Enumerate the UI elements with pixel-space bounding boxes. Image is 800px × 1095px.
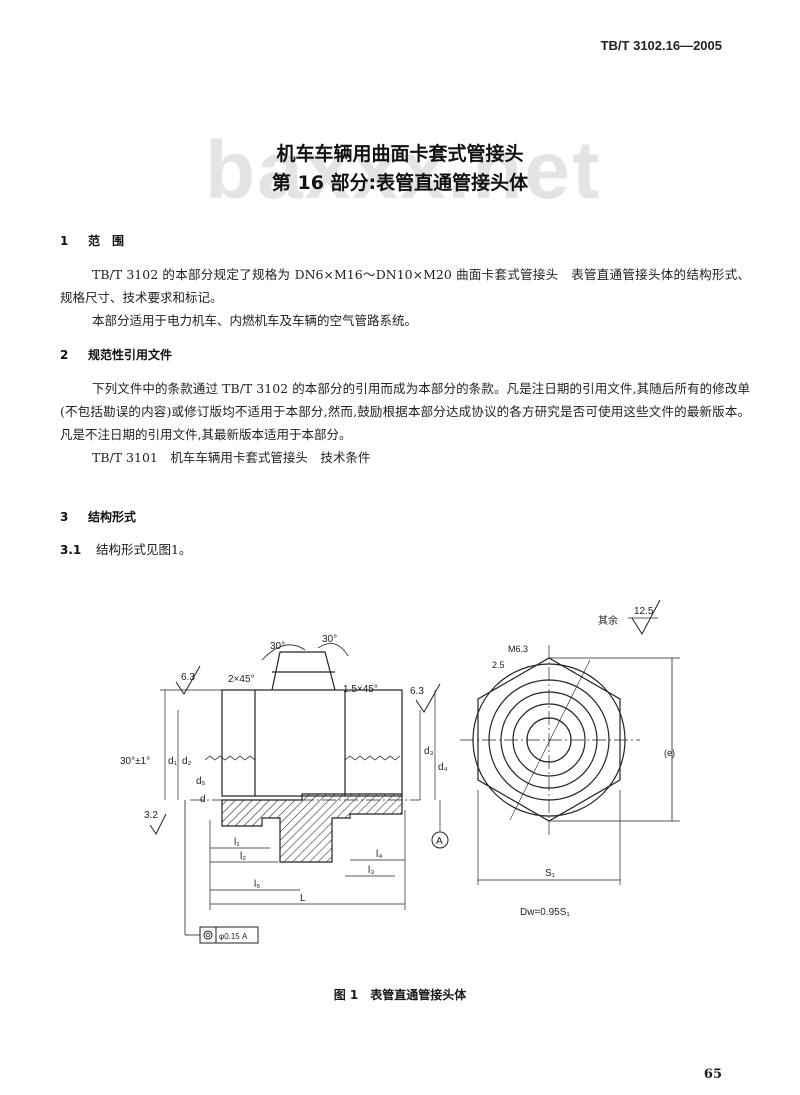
subsection-text: 结构形式见图1。 — [96, 542, 192, 557]
label-tolerance: φ0.15 A — [219, 932, 248, 941]
label-l2: l₂ — [240, 851, 246, 862]
label-rest: 其余 — [598, 614, 618, 627]
label-dw-formula: Dw=0.95S₁ — [520, 907, 570, 918]
section-structure: 3 结构形式 3.1 结构形式见图1。 — [60, 508, 750, 558]
subsection-number: 3.1 — [60, 543, 82, 557]
label-s1: S₁ — [545, 868, 556, 879]
section-number: 1 — [60, 234, 69, 248]
paragraph: TB/T 3102 的本部分规定了规格为 DN6×M16～DN10×M20 曲面… — [60, 267, 750, 305]
label-l4: l₄ — [376, 849, 382, 860]
section-heading-normative: 2 规范性引用文件 — [60, 346, 750, 363]
hex-top-profile — [271, 651, 336, 691]
section-hatch — [221, 793, 403, 863]
section-title: 规范性引用文件 — [88, 348, 173, 362]
roughness-symbol-left — [175, 665, 201, 695]
label-ra-rest: 12.5 — [634, 606, 654, 617]
label-chamfer-3: 2.5 — [492, 660, 505, 670]
title-line-1: 机车车辆用曲面卡套式管接头 — [276, 143, 524, 165]
label-ra-left: 6.3 — [181, 672, 195, 683]
concentricity-icon — [203, 930, 213, 940]
roughness-symbol-right — [415, 683, 441, 713]
reference-item: TB/T 3101 机车车辆用卡套式管接头 技术条件 — [92, 450, 371, 465]
label-thread-spec: M6.3 — [508, 644, 528, 654]
roughness-symbol-small — [149, 813, 167, 835]
label-chamfer-2: 1.5×45° — [343, 684, 378, 695]
standard-number: TB/T 3102.16—2005 — [600, 38, 722, 53]
label-l3: l₃ — [368, 865, 374, 876]
section-title: 范 围 — [88, 234, 125, 248]
label-d2: d₂ — [182, 756, 192, 767]
subsection-3-1: 3.1 结构形式见图1。 — [60, 539, 750, 558]
section-number: 3 — [60, 510, 69, 524]
label-angle-2: 30° — [322, 634, 337, 645]
page-number: 65 — [703, 1067, 722, 1082]
title-line-2: 第 16 部分:表管直通管接头体 — [271, 172, 529, 194]
section-scope: 1 范 围 TB/T 3102 的本部分规定了规格为 DN6×M16～DN10×M… — [60, 232, 750, 332]
section-heading-structure: 3 结构形式 — [60, 508, 750, 525]
label-thread-angle: 30°±1° — [120, 756, 150, 767]
label-e: (e) — [664, 748, 675, 758]
label-l5: l₅ — [254, 879, 260, 890]
paragraph: 本部分适用于电力机车、内燃机车及车辆的空气管路系统。 — [92, 313, 418, 328]
label-d4: d₄ — [438, 762, 448, 773]
label-angle-1: 30° — [270, 641, 285, 652]
label-chamfer-1: 2×45° — [228, 674, 255, 685]
watermark: baxxx.net — [205, 125, 602, 216]
section-title: 结构形式 — [88, 510, 137, 524]
document-title: 机车车辆用曲面卡套式管接头 第 16 部分:表管直通管接头体 — [0, 140, 800, 198]
section-normative-references: 2 规范性引用文件 下列文件中的条款通过 TB/T 3102 的本部分的引用而成为… — [60, 346, 750, 469]
section-number: 2 — [60, 348, 69, 362]
hex-body-view — [221, 689, 403, 797]
label-d3: d₃ — [424, 746, 434, 757]
tolerance-frame — [199, 926, 259, 944]
roughness-symbol-rest — [631, 599, 661, 636]
figure-caption: 图 1 表管直通管接头体 — [333, 988, 467, 1002]
label-d: d — [200, 794, 206, 805]
label-ra-right: 6.3 — [410, 686, 424, 697]
label-datum-a: A — [436, 836, 443, 847]
label-d1: d₁ — [168, 756, 178, 767]
label-L: L — [300, 893, 306, 904]
label-l1: l₁ — [234, 837, 240, 848]
paragraph: 下列文件中的条款通过 TB/T 3102 的本部分的引用而成为本部分的条款。凡是… — [60, 381, 750, 442]
label-d5: d₅ — [196, 776, 206, 787]
section-heading-scope: 1 范 围 — [60, 232, 750, 249]
label-ra-small: 3.2 — [144, 810, 158, 821]
